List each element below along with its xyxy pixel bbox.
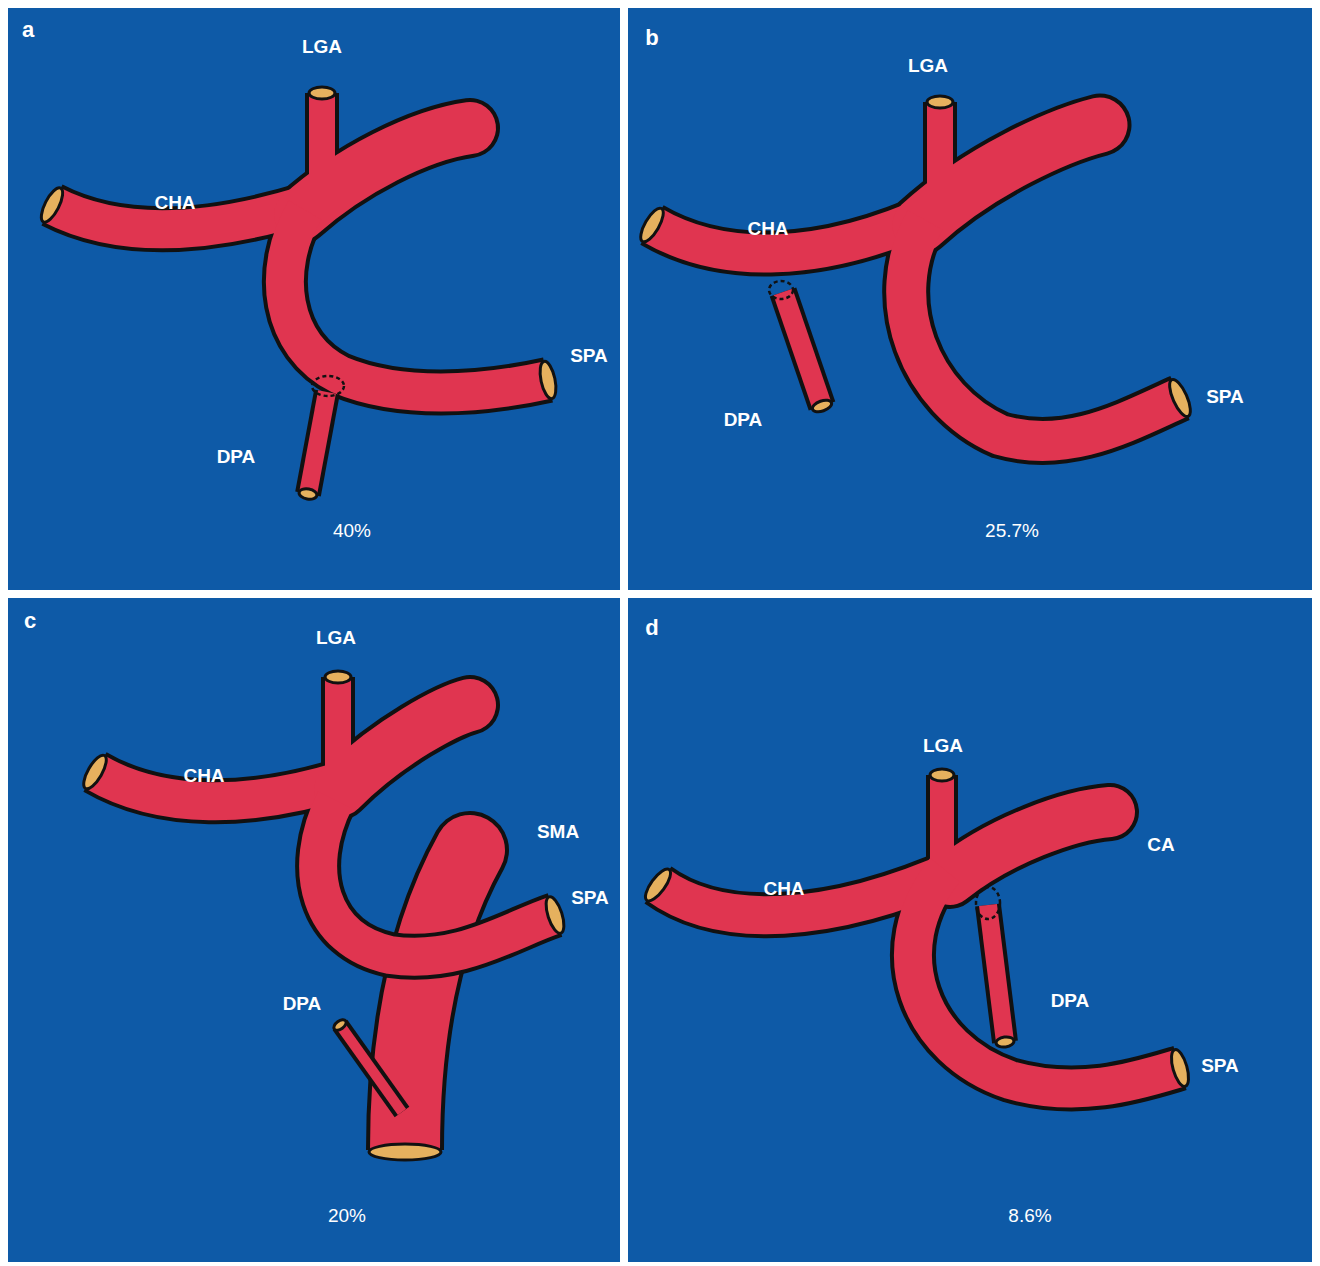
- figure-panel: aLGA CHA SPA DPA 40%: [8, 8, 620, 590]
- vessel-label: LGA: [316, 627, 356, 649]
- vessel-label: DPA: [217, 446, 256, 468]
- vessel-label: CA: [1147, 834, 1174, 856]
- panel-letter: c: [24, 608, 36, 634]
- vessel-label: DPA: [1051, 990, 1090, 1012]
- vessel-label: CHA: [154, 192, 195, 214]
- vessel-label: SPA: [571, 887, 609, 909]
- panel-letter: d: [645, 615, 658, 641]
- panel-letter: a: [22, 17, 34, 43]
- vessel-label: SPA: [1201, 1055, 1239, 1077]
- vessel-label: 25.7%: [985, 520, 1039, 542]
- vessel-label: 20%: [328, 1205, 366, 1227]
- vessel-label: 8.6%: [1008, 1205, 1051, 1227]
- vessel-label: LGA: [908, 55, 948, 77]
- figure-panel: cLGA CHA SMA SPA DPA 20%: [8, 598, 620, 1262]
- vessel-label: DPA: [283, 993, 322, 1015]
- vessel-label: CHA: [747, 218, 788, 240]
- vessel-label: LGA: [302, 36, 342, 58]
- vessel-label: CHA: [763, 878, 804, 900]
- figure-panel: bLGA CHA SPA DPA 25.7%: [628, 8, 1312, 590]
- vessel-label: CHA: [183, 765, 224, 787]
- vessel-label: DPA: [724, 409, 763, 431]
- vessel-label: SMA: [537, 821, 579, 843]
- vessel-label: SPA: [1206, 386, 1244, 408]
- vessel-label: SPA: [570, 345, 608, 367]
- vessel-label: 40%: [333, 520, 371, 542]
- figure-panel: dLGA CA CHA DPA SPA 8.6%: [628, 598, 1312, 1262]
- panel-letter: b: [645, 25, 658, 51]
- vessel-label: LGA: [923, 735, 963, 757]
